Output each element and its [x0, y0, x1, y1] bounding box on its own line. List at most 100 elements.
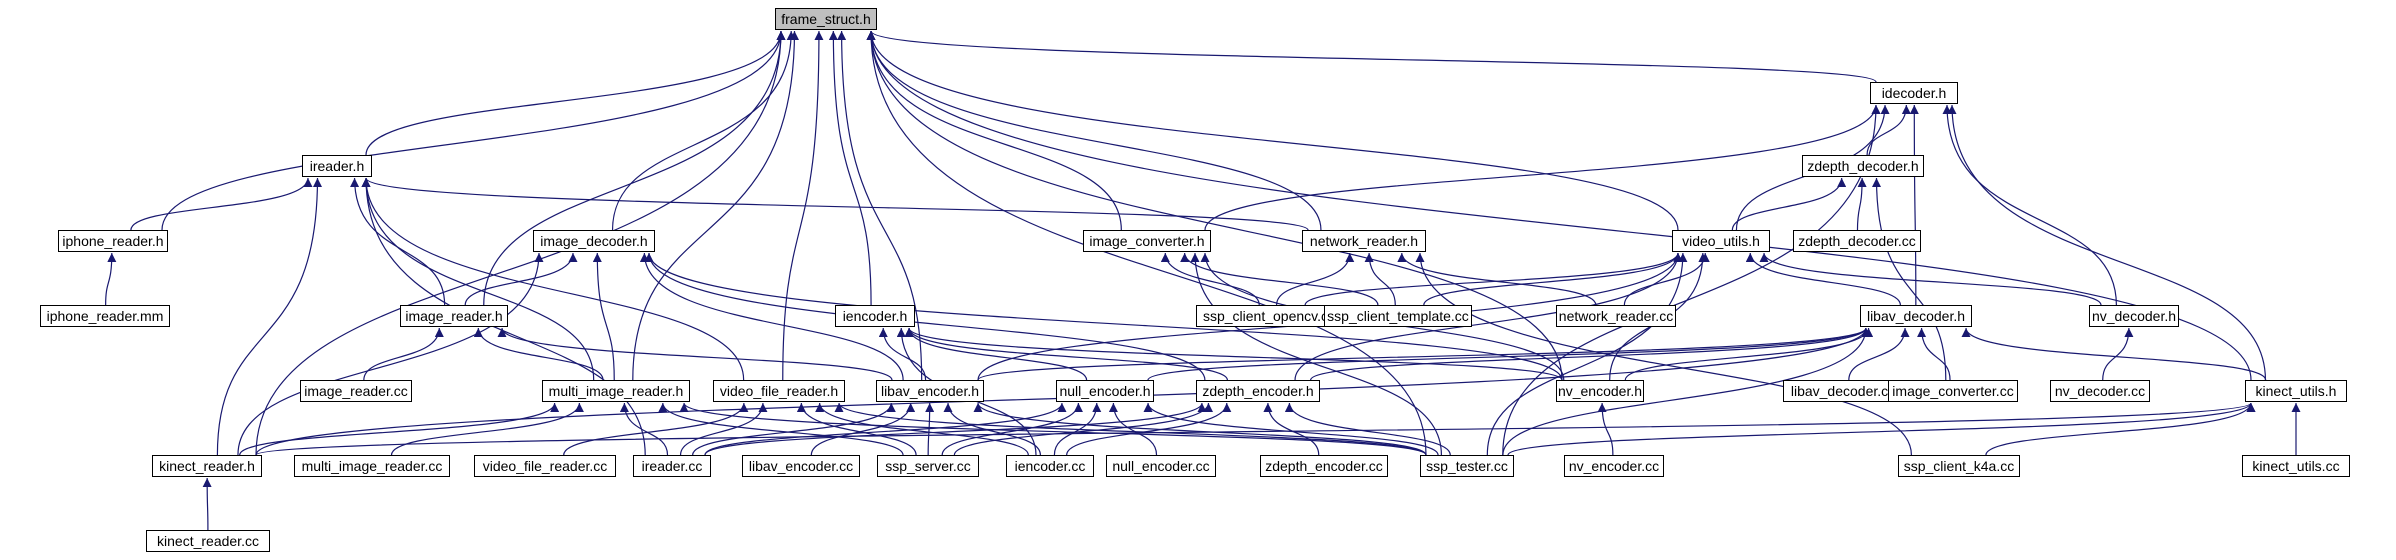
edge-image-decoder-to-frame-struct: [611, 30, 796, 231]
edge-ireader-cc-to-zdepth-encoder: [704, 402, 1207, 456]
edge-video-utils-to-zdepth-decoder: [1731, 177, 1847, 231]
node-nv-encoder-cc[interactable]: nv_encoder.cc: [1564, 455, 1664, 477]
edge-ssp-tester-to-zdepth-encoder: [1284, 402, 1451, 456]
node-zdepth-decoder-cc[interactable]: zdepth_decoder.cc: [1793, 230, 1921, 252]
edge-null-encoder-to-iencoder: [904, 327, 1088, 381]
edge-ssp-client-template-to-network-reader: [1364, 252, 1396, 306]
node-image-reader-cc[interactable]: image_reader.cc: [300, 380, 412, 402]
edge-ssp-tester-to-multi-image-reader: [679, 402, 1427, 456]
node-ireader[interactable]: ireader.h: [302, 155, 372, 177]
node-ssp-server[interactable]: ssp_server.cc: [877, 455, 979, 477]
node-kinect-reader[interactable]: kinect_reader.h: [152, 455, 262, 477]
edge-kinect-reader-to-kinect-utils: [255, 402, 2255, 456]
edge-ssp-server-to-null-encoder: [941, 402, 1083, 456]
edge-iencoder-cc-to-video-file-reader: [815, 402, 1029, 456]
node-zdepth-decoder[interactable]: zdepth_decoder.h: [1802, 155, 1924, 177]
edge-ssp-tester-to-video-file-reader: [834, 402, 1427, 456]
edge-ssp-client-opencv-to-video-utils: [1304, 252, 1683, 306]
node-libav-encoder-cc[interactable]: libav_encoder.cc: [742, 455, 860, 477]
edge-libav-encoder-cc-to-libav-encoder: [810, 402, 916, 456]
edge-ssp-tester-to-image-converter: [1190, 252, 1442, 456]
node-video-utils[interactable]: video_utils.h: [1672, 230, 1770, 252]
node-kinect-reader-cc[interactable]: kinect_reader.cc: [146, 530, 270, 552]
edge-iencoder-cc-to-zdepth-encoder: [1066, 402, 1232, 456]
node-video-file-reader[interactable]: video_file_reader.h: [713, 380, 845, 402]
edge-nv-encoder-to-frame-struct: [866, 30, 1563, 381]
node-video-file-reader-cc[interactable]: video_file_reader.cc: [474, 455, 616, 477]
edge-ssp-server-to-multi-image-reader: [658, 402, 904, 456]
edge-iphone-reader-to-frame-struct: [161, 30, 786, 231]
edge-nv-decoder-to-video-utils: [1759, 252, 2102, 306]
edge-null-encoder-cc-to-null-encoder: [1108, 402, 1158, 456]
edge-image-converter-to-frame-struct: [866, 30, 1122, 231]
edge-libav-decoder-to-video-utils: [1745, 252, 1901, 306]
node-iphone-reader[interactable]: iphone_reader.h: [58, 230, 168, 252]
edge-ssp-tester-to-kinect-utils: [1507, 402, 2256, 456]
edge-multi-image-reader-to-ireader: [361, 177, 595, 381]
edge-libav-encoder-to-frame-struct: [837, 30, 923, 381]
node-network-reader-cc[interactable]: network_reader.cc: [1556, 305, 1676, 327]
edge-libav-encoder-to-image-decoder: [639, 252, 904, 381]
edge-iencoder-cc-to-libav-encoder: [943, 402, 1041, 456]
edge-image-converter-cc-to-zdepth-decoder: [1872, 177, 1947, 381]
node-nv-decoder-cc[interactable]: nv_decoder.cc: [2050, 380, 2150, 402]
edge-idecoder-to-frame-struct: [866, 30, 1877, 83]
edge-null-encoder-to-libav-decoder: [1147, 327, 1871, 381]
edge-image-converter-to-idecoder: [1204, 104, 1881, 231]
node-kinect-utils-cc[interactable]: kinect_utils.cc: [2242, 455, 2350, 477]
edge-ireader-to-frame-struct: [365, 30, 786, 156]
node-ssp-tester[interactable]: ssp_tester.cc: [1420, 455, 1514, 477]
node-iphone-reader-mm[interactable]: iphone_reader.mm: [40, 305, 170, 327]
node-iencoder[interactable]: iencoder.h: [835, 305, 915, 327]
edge-network-reader-to-ireader: [361, 177, 1309, 231]
node-image-decoder[interactable]: image_decoder.h: [533, 230, 655, 252]
node-iencoder-cc[interactable]: iencoder.cc: [1006, 455, 1094, 477]
edge-zdepth-encoder-to-iencoder: [904, 327, 1228, 381]
node-ssp-client-opencv[interactable]: ssp_client_opencv.cc: [1196, 305, 1342, 327]
edge-ireader-cc-to-multi-image-reader: [619, 402, 669, 456]
edge-ssp-client-opencv-to-network-reader: [1276, 252, 1355, 306]
edge-ssp-tester-to-libav-decoder: [1502, 327, 1871, 456]
edge-video-file-reader-cc-to-video-file-reader: [563, 402, 749, 456]
edge-zdepth-decoder-cc-to-zdepth-decoder: [1856, 177, 1867, 231]
edge-video-utils-to-frame-struct: [866, 30, 1679, 231]
edge-image-converter-cc-to-libav-decoder: [1917, 327, 1951, 381]
edge-ssp-client-template-to-video-utils: [1423, 252, 1683, 306]
node-kinect-utils[interactable]: kinect_utils.h: [2245, 380, 2347, 402]
node-idecoder[interactable]: idecoder.h: [1870, 82, 1958, 104]
edge-kinect-utils-to-idecoder: [1947, 104, 2267, 381]
edge-zdepth-encoder-to-libav-decoder: [1310, 327, 1871, 381]
node-zdepth-encoder-cc[interactable]: zdepth_encoder.cc: [1260, 455, 1388, 477]
node-multi-image-reader-cc[interactable]: multi_image_reader.cc: [294, 455, 450, 477]
node-zdepth-encoder[interactable]: zdepth_encoder.h: [1196, 380, 1320, 402]
node-multi-image-reader[interactable]: multi_image_reader.h: [542, 380, 690, 402]
edge-kinect-reader-to-multi-image-reader: [239, 402, 560, 456]
edge-ssp-server-to-zdepth-encoder: [953, 402, 1213, 456]
edge-multi-image-reader-to-image-reader: [473, 327, 604, 381]
edge-image-reader-to-image-decoder: [464, 252, 578, 306]
node-null-encoder-cc[interactable]: null_encoder.cc: [1106, 455, 1216, 477]
edge-ssp-tester-to-idecoder: [1502, 104, 1881, 456]
node-null-encoder[interactable]: null_encoder.h: [1056, 380, 1154, 402]
edge-multi-image-reader-cc-to-multi-image-reader: [390, 402, 584, 456]
edge-nv-encoder-cc-to-nv-encoder: [1597, 402, 1614, 456]
node-image-converter-cc[interactable]: image_converter.cc: [1888, 380, 2018, 402]
node-network-reader[interactable]: network_reader.h: [1302, 230, 1426, 252]
node-libav-encoder[interactable]: libav_encoder.h: [876, 380, 984, 402]
node-image-reader[interactable]: image_reader.h: [400, 305, 508, 327]
node-nv-encoder[interactable]: nv_encoder.h: [1556, 380, 1644, 402]
node-libav-decoder-cc[interactable]: libav_decoder.cc: [1783, 380, 1903, 402]
node-nv-decoder[interactable]: nv_decoder.h: [2089, 305, 2179, 327]
edge-zdepth-decoder-to-idecoder: [1866, 104, 1911, 156]
edge-image-reader-cc-to-image-reader: [363, 327, 444, 381]
edge-nv-encoder-to-iencoder: [904, 327, 1563, 381]
edge-ireader-cc-to-video-file-reader: [679, 402, 768, 456]
node-ireader-cc[interactable]: ireader.cc: [633, 455, 711, 477]
node-ssp-client-k4a[interactable]: ssp_client_k4a.cc: [1898, 455, 2020, 477]
edge-libav-decoder-cc-to-libav-decoder: [1848, 327, 1910, 381]
edge-zdepth-encoder-to-video-utils: [1294, 252, 1683, 381]
node-ssp-client-template[interactable]: ssp_client_template.cc: [1324, 305, 1472, 327]
node-image-converter[interactable]: image_converter.h: [1083, 230, 1211, 252]
node-libav-decoder[interactable]: libav_decoder.h: [1860, 305, 1972, 327]
